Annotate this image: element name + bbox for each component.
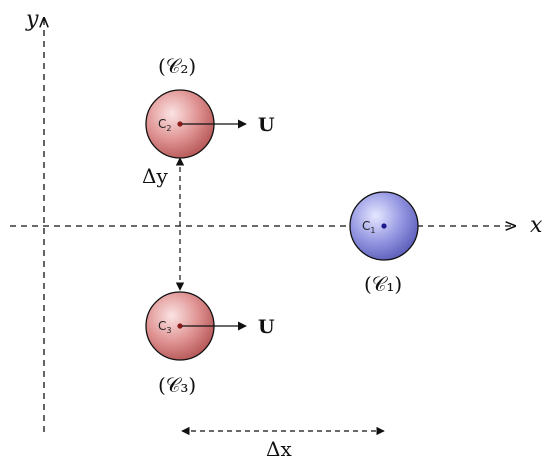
particle-c3-center-label: C3 — [158, 319, 171, 335]
particle-c3-center — [177, 323, 183, 329]
particle-c3-velocity-label: U — [258, 316, 275, 338]
particle-c2: C2 U (𝒞₂) — [145, 54, 275, 159]
particle-c1: C1 (𝒞₁) — [349, 191, 419, 296]
particle-c1-center-label: C1 — [362, 219, 375, 235]
particle-c2-velocity-label: U — [258, 114, 275, 136]
particle-c2-center-label: C2 — [158, 117, 171, 133]
particle-c3: C3 U (𝒞₃) — [145, 291, 275, 397]
particle-c1-center — [381, 223, 387, 229]
particle-c2-set-label: (𝒞₂) — [158, 54, 196, 78]
x-axis-label: x — [530, 213, 543, 238]
particle-c1-set-label: (𝒞₁) — [364, 272, 402, 296]
particle-c2-center — [177, 121, 183, 127]
particle-c3-set-label: (𝒞₃) — [158, 373, 196, 397]
y-axis-label: y — [25, 7, 39, 32]
dy-label: Δy — [142, 164, 168, 188]
dx-label: Δx — [266, 437, 292, 461]
